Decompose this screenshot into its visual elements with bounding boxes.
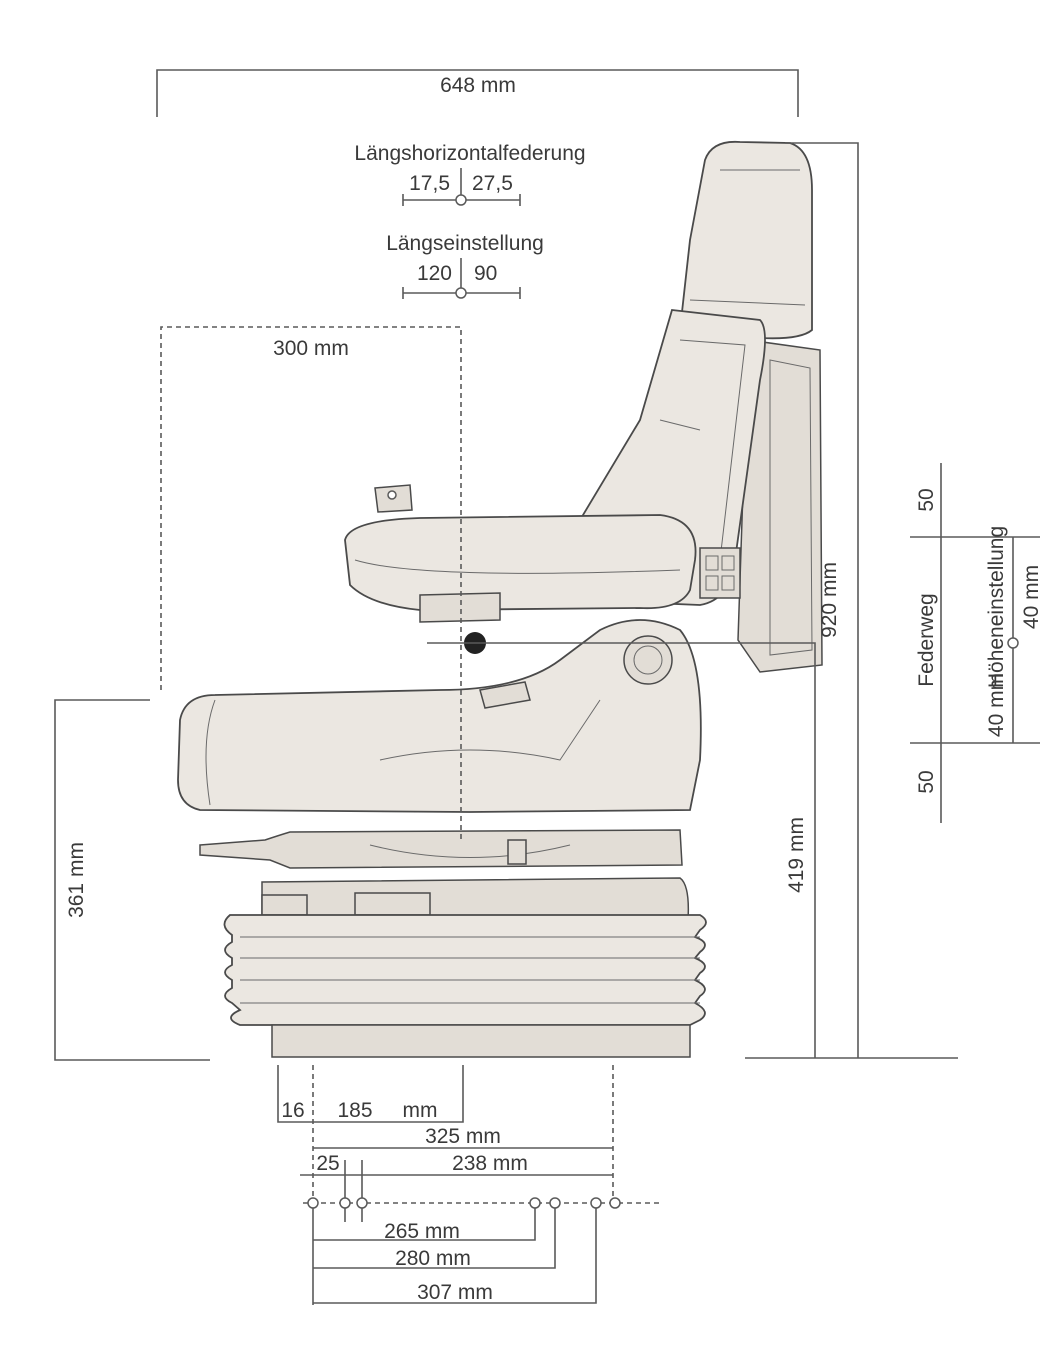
dimension-sip-height: 419 mm [427,642,816,1058]
width-325-label: 325 mm [425,1125,501,1148]
offset-185-label: 185 [337,1099,372,1122]
travel-bottom-value: 50 [915,770,938,793]
fore-aft-left: 120 [417,262,452,285]
seat-reference-label: 300 mm [273,337,349,360]
horizontal-suspension-right: 27,5 [472,172,513,195]
height-adjustment-label: Höheneinstellung [985,526,1008,688]
dimension-seat-reference: 300 mm [160,326,462,840]
hole-307-label: 307 mm [417,1281,493,1304]
hole-265-label: 265 mm [384,1220,460,1243]
suspension-travel-label: Federweg [915,593,938,686]
travel-top-value: 50 [915,488,938,511]
offset-unit-label: mm [403,1099,438,1122]
offset-25-label: 25 [316,1152,339,1175]
width-238-label: 238 mm [452,1152,528,1175]
sip-height-label: 419 mm [785,817,808,893]
fore-aft-title: Längseinstellung [386,232,544,255]
dimension-fore-aft-adjustment: Längseinstellung 120 90 [386,232,544,299]
dimension-suspension-scale: 50 Federweg 50 Höheneinstellung 40 mm 40… [910,463,1043,823]
overall-depth-label: 648 mm [440,74,516,97]
dimension-horizontal-suspension: Längshorizontalfederung 17,5 27,5 [354,142,586,206]
horizontal-suspension-title: Längshorizontalfederung [354,142,585,165]
seat-illustration [177,140,823,1058]
horizontal-suspension-left: 17,5 [409,172,450,195]
mounting-holes [307,1197,621,1209]
height-down-label: 40 mm [985,673,1008,737]
height-up-label: 40 mm [1020,565,1043,629]
seat-height-label: 361 mm [65,842,88,918]
fore-aft-right: 90 [474,262,497,285]
hole-280-label: 280 mm [395,1247,471,1270]
offset-16-label: 16 [281,1099,304,1122]
dimension-overall-depth: 648 mm [156,69,799,117]
dimension-base: 16 185 mm 325 mm 25 238 mm 265 mm 280 mm… [277,1065,660,1305]
overall-height-label: 920 mm [818,562,841,638]
dimension-overall-height: 920 mm [745,142,958,1059]
dimension-seat-height: 361 mm [54,699,210,1061]
